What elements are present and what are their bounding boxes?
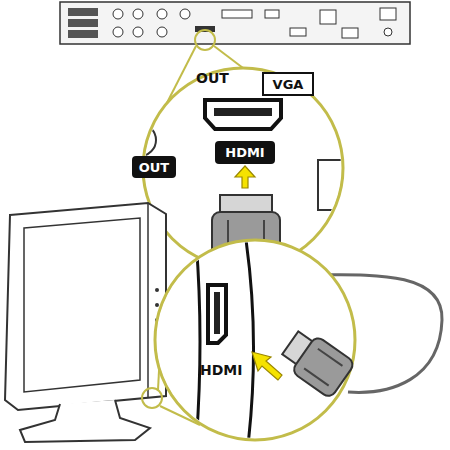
port-name: OUT <box>139 160 169 175</box>
port-label-badge: OUT <box>132 156 176 178</box>
port-name: VGA <box>273 77 304 92</box>
receiver-back-panel <box>60 2 410 44</box>
hdmi-port <box>208 285 226 343</box>
hdmi-plug <box>277 326 355 399</box>
zoom-callout <box>150 240 356 445</box>
port-label: OUT <box>196 70 229 86</box>
port-label: HDMI <box>200 362 242 378</box>
port-label-badge: HDMI <box>215 141 275 164</box>
insert-arrow <box>235 166 255 188</box>
port-name: HDMI <box>225 145 264 160</box>
port-label-box: VGA <box>262 72 314 96</box>
insert-arrow <box>252 352 282 380</box>
hdmi-port <box>205 100 281 129</box>
